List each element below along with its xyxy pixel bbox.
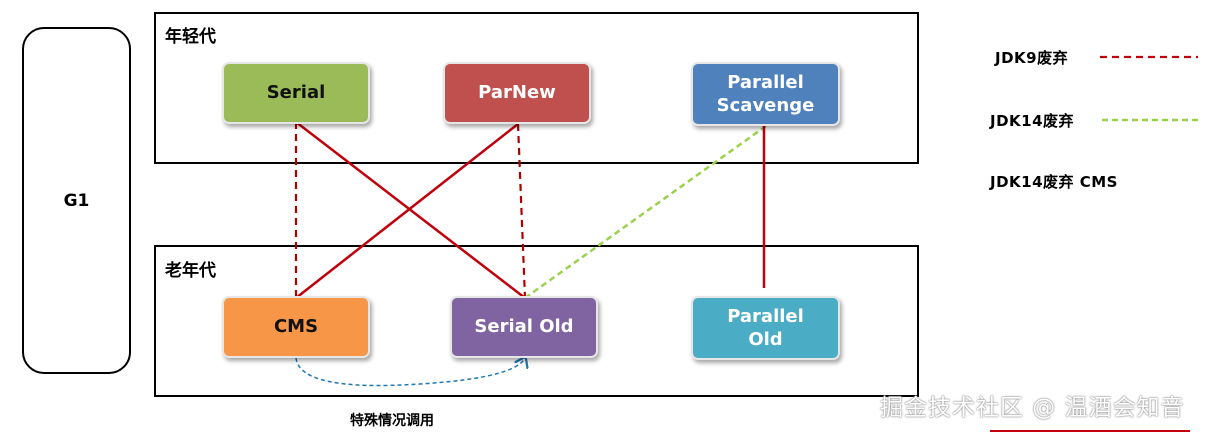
link-scavenge-serialold — [524, 124, 767, 300]
special-call-note: 特殊情况调用 — [350, 413, 434, 429]
young-generation-region — [154, 12, 919, 164]
parallel-scavenge-label: Parallel Scavenge — [716, 71, 815, 116]
legend-jdk14-label: JDK14废弃 — [990, 112, 1075, 130]
serial-label: Serial — [266, 82, 326, 104]
parallel-scavenge-node: Parallel Scavenge — [691, 62, 840, 126]
legend-jdk9-label: JDK9废弃 — [995, 49, 1069, 67]
watermark-text: 掘金技术社区 @ 温酒会知音 — [880, 395, 1185, 421]
link-serial-serialold — [295, 121, 526, 299]
legend-jdk14-cms-label: JDK14废弃 CMS — [990, 173, 1118, 191]
parnew-label: ParNew — [478, 82, 556, 104]
cms-node: CMS — [222, 296, 370, 358]
young-generation-label: 年轻代 — [165, 27, 216, 47]
link-parnew-cms — [295, 123, 519, 299]
link-cms-serialold-special — [295, 358, 525, 387]
serial-node: Serial — [222, 62, 370, 124]
old-generation-label: 老年代 — [165, 261, 216, 281]
link-parnew-serialold — [516, 123, 527, 299]
g1-label: G1 — [63, 190, 90, 211]
parallel-old-label: Parallel Old — [727, 305, 804, 350]
serial-old-node: Serial Old — [450, 296, 598, 358]
parallel-old-node: Parallel Old — [691, 296, 840, 360]
parnew-node: ParNew — [443, 62, 591, 124]
serial-old-label: Serial Old — [474, 316, 574, 338]
watermark-underline — [990, 430, 1190, 432]
old-generation-region — [154, 245, 919, 397]
g1-collector-box: G1 — [22, 27, 131, 374]
cms-label: CMS — [273, 316, 319, 338]
